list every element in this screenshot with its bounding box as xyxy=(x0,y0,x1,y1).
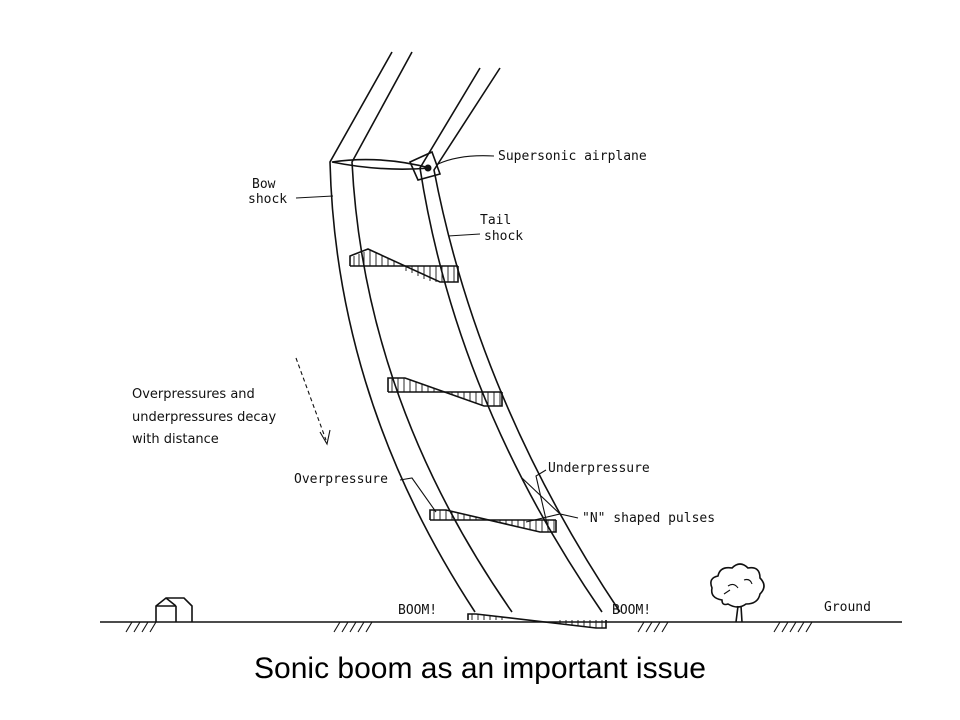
n-wave-pulse-1 xyxy=(349,248,459,283)
decay-label-line-2: underpressures decay xyxy=(132,410,276,425)
bow-shock-leader xyxy=(295,195,334,199)
overpressure-label: Overpressure xyxy=(294,472,388,487)
tail-shock-label-line-2: shock xyxy=(484,229,523,244)
airplane-icon xyxy=(331,150,442,181)
underpressure-leader xyxy=(535,469,549,529)
bow-shock-label-line-2: shock xyxy=(248,192,287,207)
n-wave-pulse-3 xyxy=(429,509,557,533)
tail-shock-outer-line xyxy=(419,67,603,613)
n-wave-pulse-ground xyxy=(467,613,607,629)
n-pulses-leader xyxy=(521,477,579,523)
tree-icon xyxy=(710,563,765,623)
slide-caption: Sonic boom as an important issue xyxy=(254,652,706,685)
ground-hatch xyxy=(125,621,813,633)
n-wave-pulse-2 xyxy=(387,377,503,407)
house-icon xyxy=(155,597,193,622)
underpressure-label: Underpressure xyxy=(548,461,650,476)
bow-shock-outer-line xyxy=(329,51,476,613)
airplane-leader xyxy=(437,155,495,165)
bow-shock-label-line-1: Bow xyxy=(252,177,276,192)
ground-label: Ground xyxy=(824,600,871,615)
tail-shock-inner-line xyxy=(433,67,621,613)
tail-shock-leader xyxy=(447,233,481,237)
bow-shock-inner-line xyxy=(351,51,513,613)
decay-label-line-3: with distance xyxy=(132,432,219,447)
airplane-label: Supersonic airplane xyxy=(498,149,647,164)
decay-label-line-1: Overpressures and xyxy=(132,387,255,402)
overpressure-leader xyxy=(399,477,437,513)
n-pulses-label: "N" shaped pulses xyxy=(582,511,715,526)
boom-left-label: BOOM! xyxy=(398,603,437,618)
boom-right-label: BOOM! xyxy=(612,603,651,618)
decay-arrow-icon xyxy=(295,357,331,446)
tail-shock-label-line-1: Tail xyxy=(480,213,511,228)
